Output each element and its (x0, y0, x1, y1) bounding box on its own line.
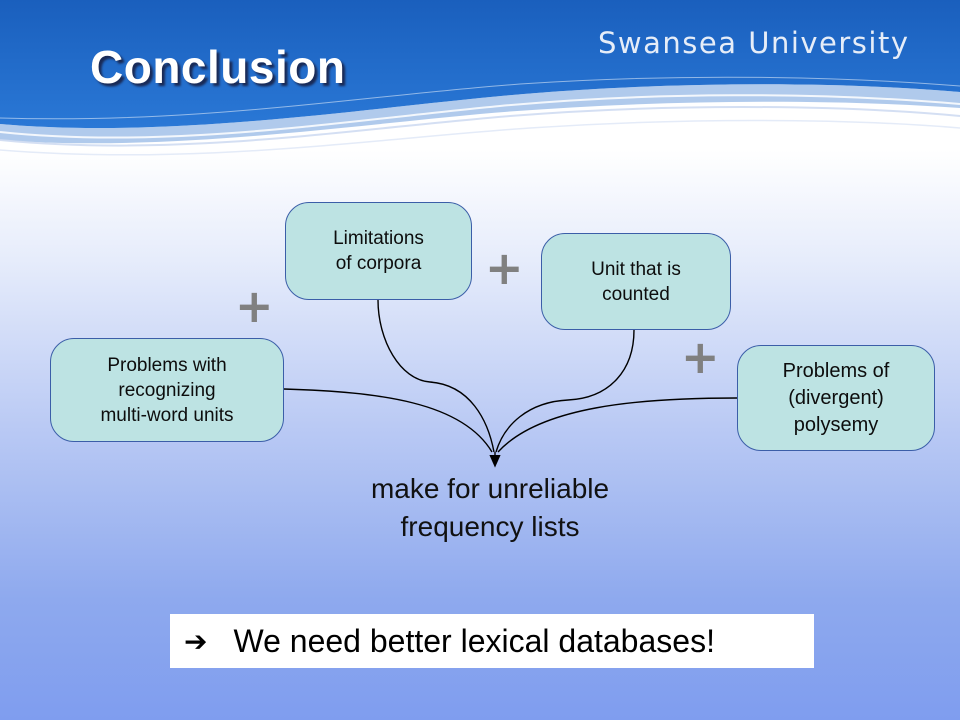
node-limitations-of-corpora: Limitations of corpora (285, 202, 472, 300)
connector-multiword (283, 388, 493, 453)
connector-unit (495, 329, 635, 453)
result-text: make for unreliable frequency lists (370, 473, 610, 542)
plus-operator: + (485, 241, 524, 295)
university-logo-text: Swansea University (598, 26, 910, 60)
right-arrow-icon: ➔ (184, 624, 208, 658)
connector-limitations (377, 299, 495, 453)
plus-operator: + (681, 330, 720, 384)
conclusion-box: ➔ We need better lexical databases! (170, 614, 814, 668)
node-divergent-polysemy: Problems of (divergent) polysemy (737, 345, 935, 451)
node-multi-word-units: Problems with recognizing multi-word uni… (50, 338, 284, 442)
node-unit-counted: Unit that is counted (541, 233, 731, 330)
plus-operator: + (235, 279, 274, 333)
conclusion-text: We need better lexical databases! (233, 622, 715, 659)
slide-title: Conclusion (90, 41, 346, 93)
connector-polysemy (497, 397, 738, 453)
header-banner (0, 0, 960, 156)
